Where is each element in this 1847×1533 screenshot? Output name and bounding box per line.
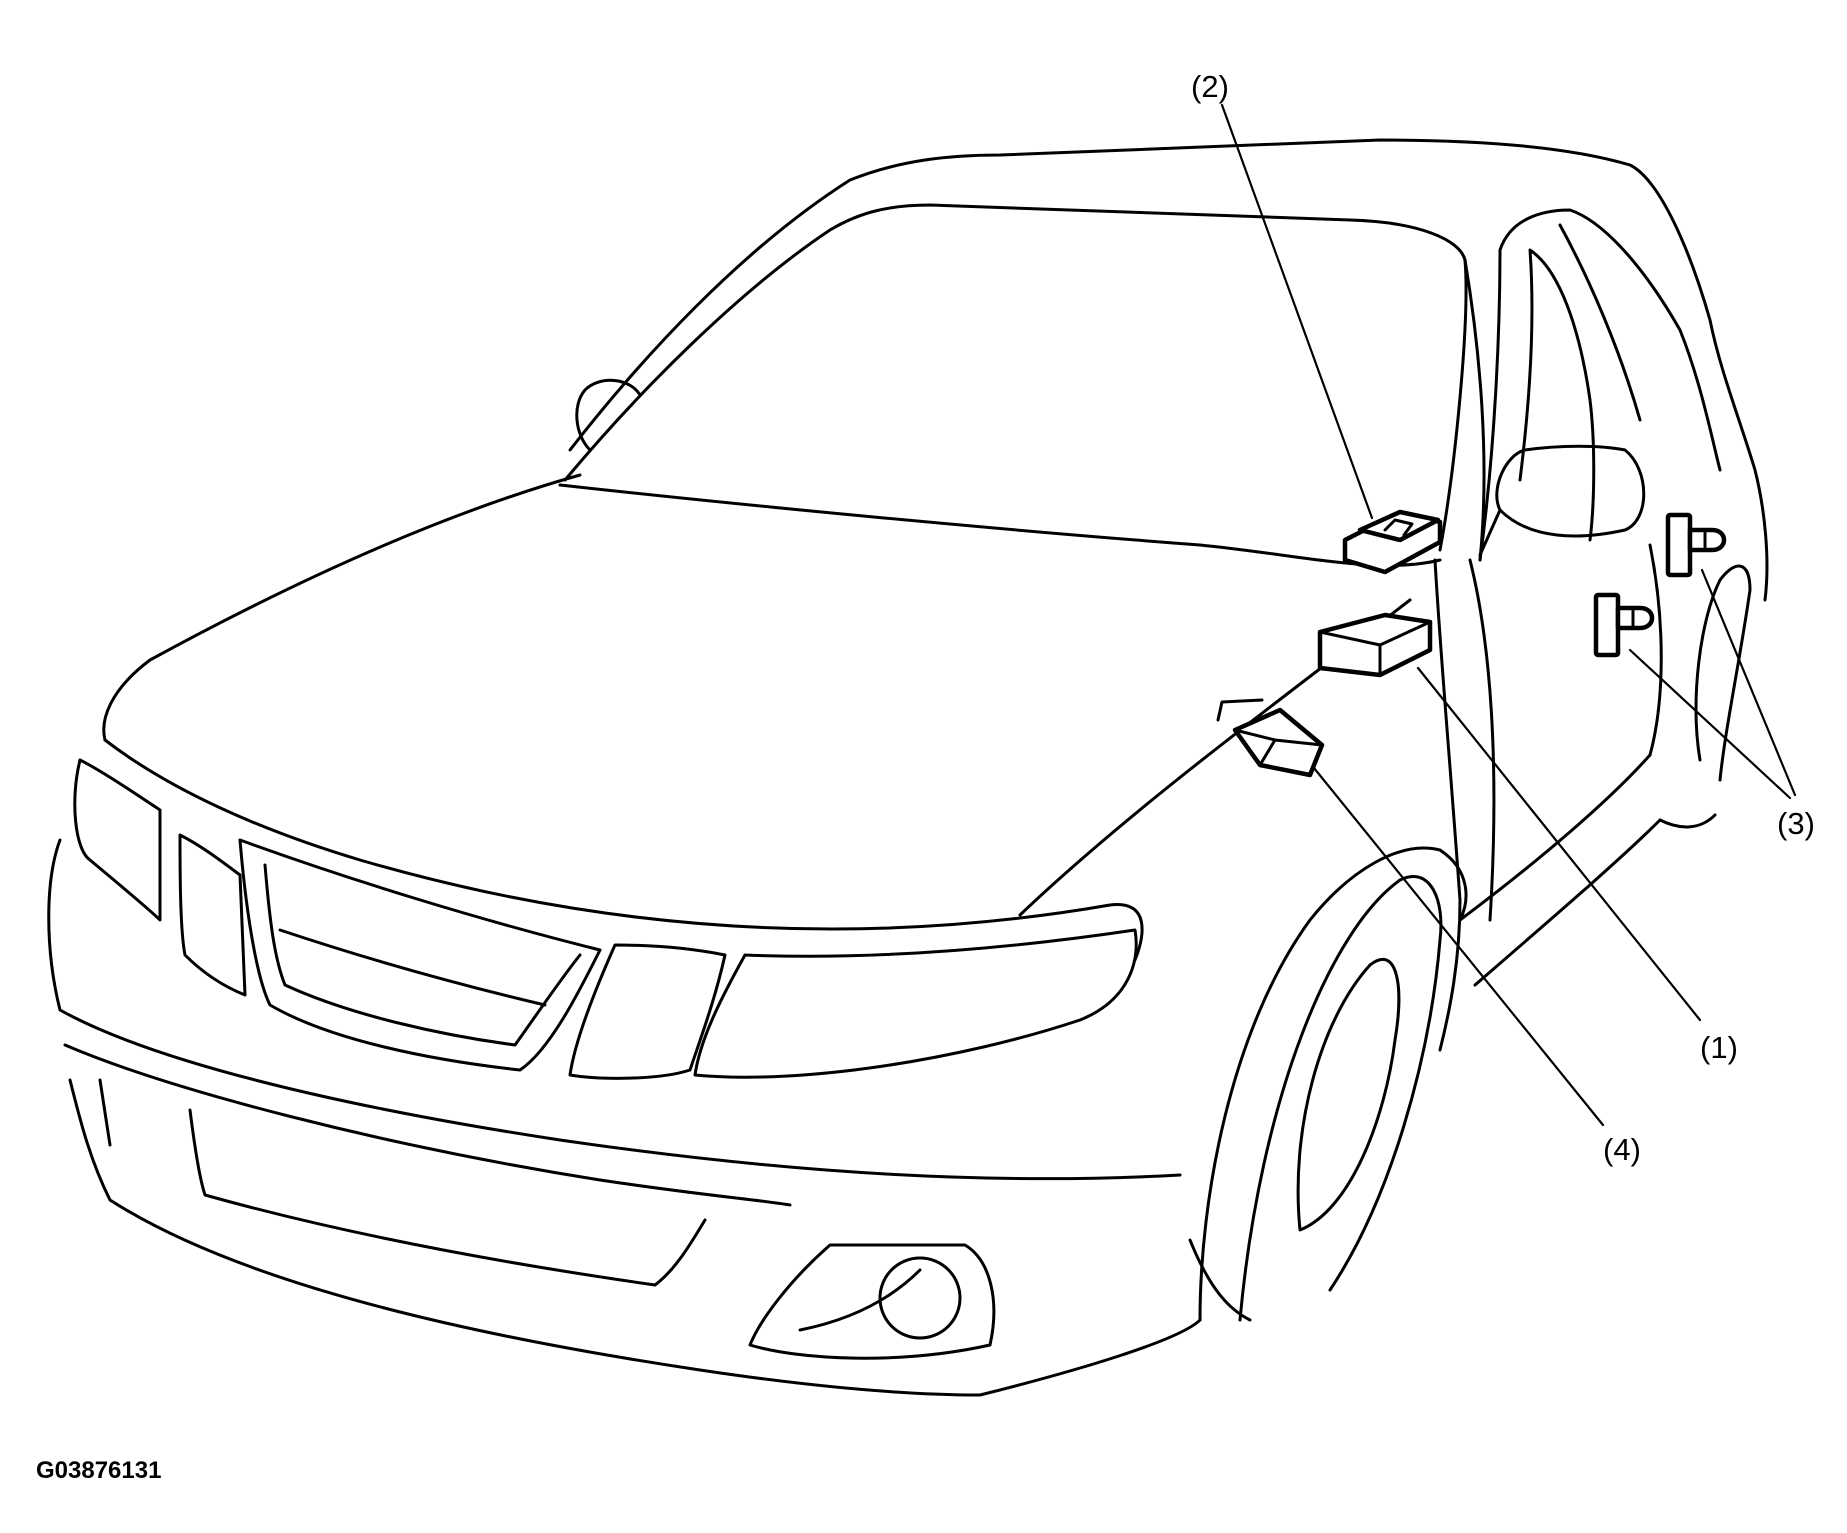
side-window-divider <box>1558 223 1642 422</box>
component-4 <box>1216 698 1325 778</box>
door-front-edge <box>1468 558 1496 922</box>
side-mirror-stem <box>1478 508 1502 557</box>
leader-1 <box>1416 666 1702 1022</box>
grille-left-insert <box>178 833 247 997</box>
a-pillar <box>1463 258 1486 562</box>
figure-id: G03876131 <box>36 1457 161 1484</box>
hood-left-edge <box>102 473 582 742</box>
front-wheel-arch <box>1198 846 1468 1322</box>
front-tire-inner <box>1296 957 1401 1232</box>
component-4-bracket <box>1216 698 1264 722</box>
component-2-top <box>1357 509 1441 543</box>
leader-3a <box>1700 568 1797 797</box>
rear-fender <box>1694 564 1752 782</box>
right-headlamp <box>693 928 1138 1079</box>
leader-3b <box>1628 648 1792 800</box>
component-4-edge <box>1233 728 1324 767</box>
hood-back-line <box>558 483 1442 567</box>
component-1-edge <box>1318 620 1432 677</box>
left-skirt-tick <box>98 1078 112 1147</box>
arch-tail <box>1188 1238 1252 1322</box>
lower-intake <box>188 1108 707 1287</box>
component-4-body <box>1232 707 1325 778</box>
component-3-lower-plunger <box>1615 605 1655 631</box>
left-headlamp <box>73 758 162 922</box>
callout-4: (4) <box>1603 1132 1641 1167</box>
left-skirt <box>68 1078 982 1397</box>
center-slot <box>568 943 727 1080</box>
far-mirror <box>575 378 642 452</box>
side-window-inner <box>1518 248 1596 542</box>
component-3-upper <box>1665 512 1727 578</box>
component-2-notch <box>1383 518 1414 537</box>
fender-line <box>1433 558 1462 1052</box>
leader-lines <box>1220 103 1797 1127</box>
callout-1: (1) <box>1700 1030 1738 1065</box>
callout-3: (3) <box>1777 806 1815 841</box>
hood-front-lip <box>103 738 1144 962</box>
bumper-upper <box>47 838 1182 1181</box>
fog-light-housing-inner <box>798 1268 922 1332</box>
sill-line-lower <box>1473 818 1662 987</box>
front-tire-outer <box>1238 875 1443 1322</box>
component-2 <box>1342 509 1443 575</box>
car-body <box>47 138 1769 1397</box>
component-3-lower <box>1593 592 1655 658</box>
bumper-lower-line <box>63 1043 792 1207</box>
sill-line-upper <box>1458 753 1652 922</box>
grille-inner <box>263 863 582 1047</box>
component-3-upper-plate <box>1665 512 1693 578</box>
callout-2: (2) <box>1191 69 1229 104</box>
fog-lamp <box>878 1256 962 1340</box>
windshield <box>563 203 1468 552</box>
leader-4 <box>1312 766 1605 1127</box>
side-mirror <box>1495 444 1646 538</box>
component-3-upper-plunger <box>1687 527 1727 553</box>
component-3-lower-plate <box>1593 592 1621 658</box>
fog-light-housing <box>748 1243 996 1360</box>
component-1 <box>1317 612 1433 678</box>
leader-2 <box>1220 103 1374 520</box>
callout-labels: (2) (1) (4) (3) <box>1191 69 1815 1167</box>
roof-outline <box>568 138 1769 602</box>
grille-bar <box>278 928 547 1007</box>
door-rear-edge <box>1648 543 1663 757</box>
side-window-outer <box>1478 208 1722 562</box>
rear-fender-lower <box>1658 813 1717 829</box>
bumper-right-lower <box>978 1318 1202 1397</box>
grille-outer <box>238 838 602 1072</box>
